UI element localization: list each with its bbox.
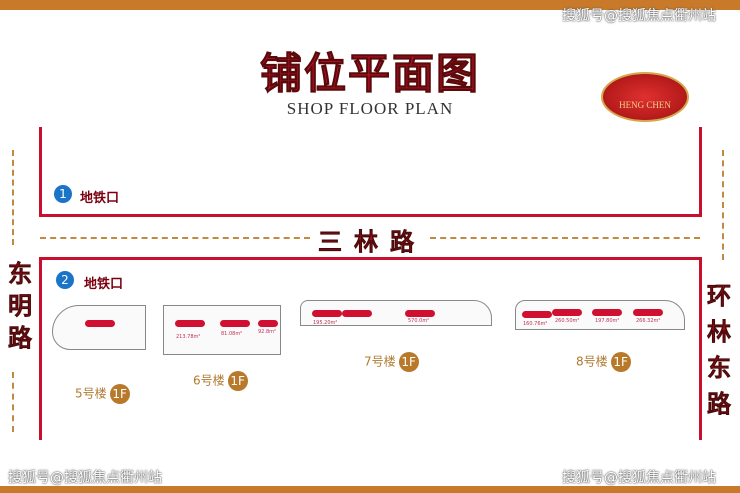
shop-marker[interactable] bbox=[175, 320, 205, 327]
shop-area: 266.32m² bbox=[636, 318, 661, 324]
shop-marker[interactable] bbox=[405, 310, 435, 317]
road-dash bbox=[430, 237, 700, 239]
building-5-plan[interactable] bbox=[52, 305, 146, 350]
building-name: 8号楼 bbox=[576, 354, 608, 369]
road-char: 环 bbox=[707, 282, 732, 311]
road-huanlindong: 环林东路 bbox=[705, 278, 733, 422]
shop-marker[interactable] bbox=[592, 309, 622, 316]
road-dash bbox=[12, 372, 14, 432]
exit-2-badge: 2 bbox=[56, 271, 74, 289]
building-name: 7号楼 bbox=[364, 354, 396, 369]
floor-badge: 1F bbox=[109, 384, 130, 404]
road-char: 明 bbox=[8, 292, 33, 321]
shop-marker[interactable] bbox=[633, 309, 663, 316]
floor-badge: 1F bbox=[227, 371, 248, 391]
boundary-line bbox=[39, 257, 42, 440]
road-char: 路 bbox=[707, 390, 732, 419]
boundary-line bbox=[699, 257, 702, 440]
floor-badge: 1F bbox=[398, 352, 419, 372]
road-dash bbox=[12, 150, 14, 245]
building-6-plan[interactable] bbox=[163, 305, 281, 355]
road-dongming: 东明路 bbox=[6, 258, 34, 354]
shop-area: 195.20m² bbox=[313, 320, 338, 326]
shop-marker[interactable] bbox=[522, 311, 552, 318]
shop-area: 260.50m² bbox=[555, 318, 580, 324]
road-char: 路 bbox=[8, 324, 33, 353]
floor-badge: 1F bbox=[610, 352, 631, 372]
road-dash bbox=[722, 150, 724, 260]
shop-marker[interactable] bbox=[312, 310, 342, 317]
shop-marker[interactable] bbox=[258, 320, 278, 327]
road-char: 东 bbox=[707, 354, 732, 383]
bottom-bar bbox=[0, 486, 740, 493]
building-name: 5号楼 bbox=[75, 386, 107, 401]
building-name: 6号楼 bbox=[193, 373, 225, 388]
boundary-line bbox=[39, 127, 42, 217]
road-sanlin: 三林路 bbox=[318, 228, 426, 257]
watermark-bottom-left: 搜狐号@搜狐焦点衢州站 bbox=[8, 470, 162, 486]
shop-area: 81.08m² bbox=[221, 331, 243, 337]
shop-marker[interactable] bbox=[220, 320, 250, 327]
shop-area: 160.76m² bbox=[523, 321, 548, 327]
shop-area: 92.8m² bbox=[258, 329, 277, 335]
shop-area: 213.78m² bbox=[176, 334, 201, 340]
boundary-line bbox=[39, 214, 702, 217]
page-subtitle: SHOP FLOOR PLAN bbox=[286, 99, 454, 118]
exit-1-label: 地铁口 bbox=[80, 191, 120, 206]
heng-chen-logo: HENG CHEN bbox=[601, 72, 689, 122]
shop-area: 197.80m² bbox=[595, 318, 620, 324]
watermark-top: 搜狐号@搜狐焦点衢州站 bbox=[562, 8, 716, 24]
watermark-bottom-right: 搜狐号@搜狐焦点衢州站 bbox=[562, 470, 716, 486]
road-dash bbox=[40, 237, 310, 239]
top-bar bbox=[0, 0, 740, 10]
shop-marker[interactable] bbox=[552, 309, 582, 316]
exit-1-badge: 1 bbox=[54, 185, 72, 203]
shop-marker[interactable] bbox=[342, 310, 372, 317]
shop-marker[interactable] bbox=[85, 320, 115, 327]
exit-2-label: 地铁口 bbox=[84, 277, 124, 292]
road-char: 东 bbox=[8, 260, 33, 289]
boundary-line bbox=[699, 127, 702, 217]
boundary-line bbox=[39, 257, 702, 260]
shop-area: 570.0m² bbox=[408, 318, 430, 324]
road-char: 林 bbox=[707, 318, 732, 347]
page-title: 铺位平面图 bbox=[260, 49, 481, 99]
